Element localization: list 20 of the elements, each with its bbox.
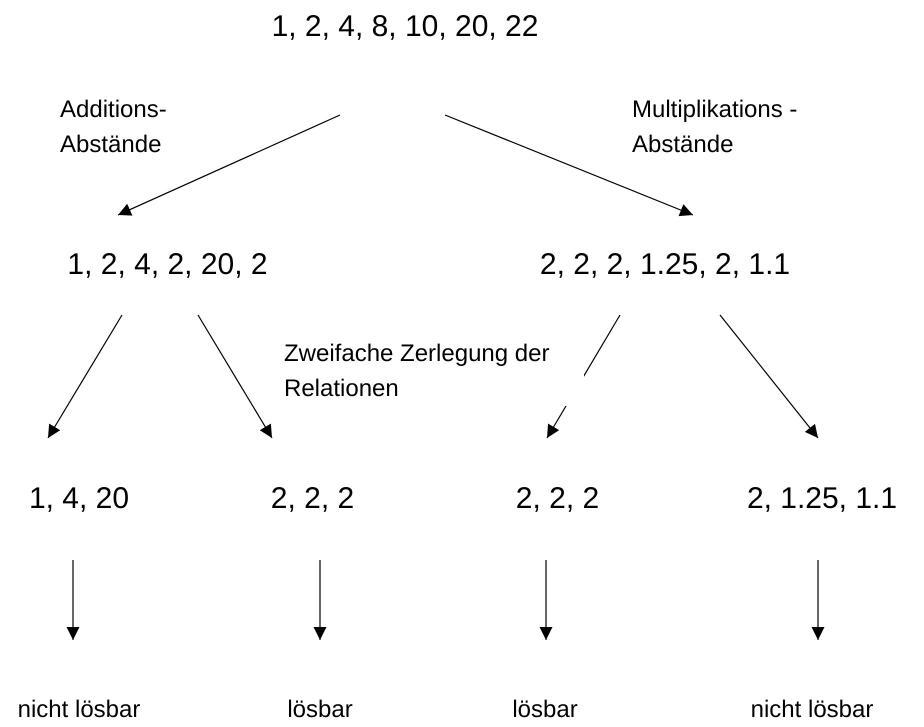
- number-sequence: 1, 4, 20: [28, 481, 130, 518]
- number-sequence: 2, 2, 2: [516, 481, 600, 518]
- number-sequence: 2, 2, 2: [270, 481, 354, 518]
- arrow: [66, 560, 80, 640]
- arrow: [540, 560, 552, 640]
- result-text: nicht lösbar: [750, 695, 874, 725]
- arrow: [812, 560, 824, 640]
- arrow: [197, 314, 273, 438]
- result-text: lösbar: [512, 695, 578, 725]
- result-text: nicht lösbar: [18, 695, 140, 725]
- number-sequence: 2, 2, 2, 1.25, 2, 1.1: [540, 247, 790, 284]
- number-sequence: 1, 2, 4, 8, 10, 20, 22: [272, 9, 538, 45]
- arrow: [118, 114, 340, 216]
- arrow: [444, 114, 694, 216]
- number-sequence: 2, 1.25, 1.1: [746, 481, 898, 518]
- arrow: [720, 314, 818, 438]
- number-sequence: 1, 2, 4, 2, 20, 2: [67, 247, 268, 284]
- arrow: [47, 314, 123, 438]
- arrow: [314, 560, 326, 640]
- result-text: lösbar: [287, 695, 353, 725]
